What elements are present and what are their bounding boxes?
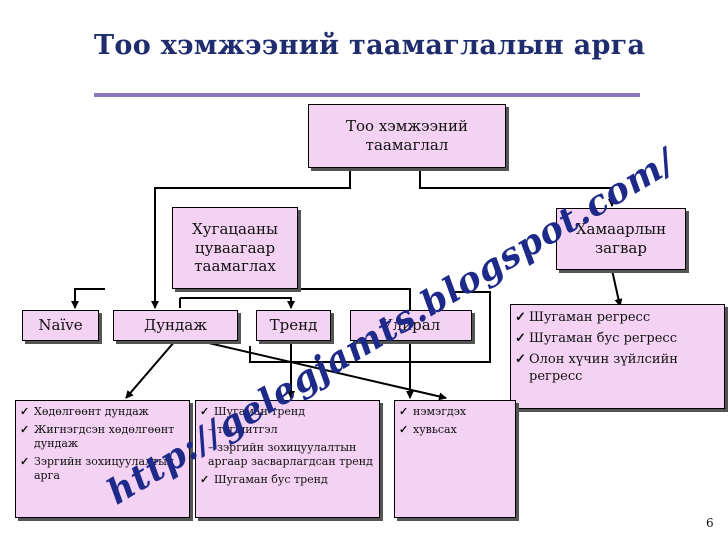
node-trend: Тренд [256,310,331,341]
connector-causal-to-list [611,269,623,307]
node-time-series: Хугацааны цуваагаар таамаглах [172,207,298,289]
root-node-line-1: Тоо хэмжээний [346,117,468,136]
list-item: Жигнэгдсэн хөдөлгөөнт дундаж [20,423,185,451]
connector-timeseries-to-trend [179,297,291,308]
list-item: – зэргийн зохицуулалтын аргаар засварлаг… [208,441,373,468]
node-seasonal: Улирал [350,310,472,341]
list-item: Шугаман бус тренд [200,473,375,487]
trend-methods-list: Шугаман тренд – тэгшитгэл – зэргийн зохи… [195,400,380,518]
list-item: Шугаман тренд [200,405,375,419]
node-causal-model: Хамаарлын загвар [556,208,686,270]
node-average: Дундаж [113,310,238,341]
connector-average-to-seasonal [199,340,447,401]
time-series-line-1: Хугацааны [192,219,278,238]
slide-title: Тоо хэмжээний таамаглалын арга [94,30,646,61]
connector-root-to-causal [419,168,616,207]
seasonal-methods-list: нэмэгдэх хувьсах [394,400,516,518]
root-node-line-2: таамаглал [365,136,449,154]
causal-line-1: Хамаарлын [575,220,667,239]
connector-loop-right [249,291,491,363]
connector-timeseries-to-naive [71,288,105,309]
average-methods-list: Хөдөлгөөнт дундаж Жигнэгдсэн хөдөлгөөнт … [15,400,190,518]
connector-average-to-list [125,340,176,399]
list-item: Шугаман регресс [515,309,720,326]
time-series-line-3: таамаглах [194,257,276,276]
title-underline [94,93,640,97]
causal-line-2: загвар [595,239,647,257]
connector-root-to-timeseries [151,168,351,309]
list-item: Олон хүчин зүйлсийн регресс [515,351,720,385]
list-item: хувьсах [399,423,511,437]
node-naive: Naïve [22,310,99,341]
list-item: Хөдөлгөөнт дундаж [20,405,185,419]
root-node-quantitative-forecast: Тоо хэмжээний таамаглал [308,104,506,168]
connector-timeseries-to-seasonal [225,288,411,310]
list-item: Шугаман бус регресс [515,330,720,347]
list-item: Зэргийн зохицуулалтын арга [20,455,185,483]
time-series-line-2: цуваагаар [194,238,276,257]
list-item: – тэгшитгэл [208,423,278,436]
list-item: нэмэгдэх [399,405,511,419]
page-number: 6 [706,516,714,530]
causal-methods-list: Шугаман регресс Шугаман бус регресс Олон… [510,304,725,409]
